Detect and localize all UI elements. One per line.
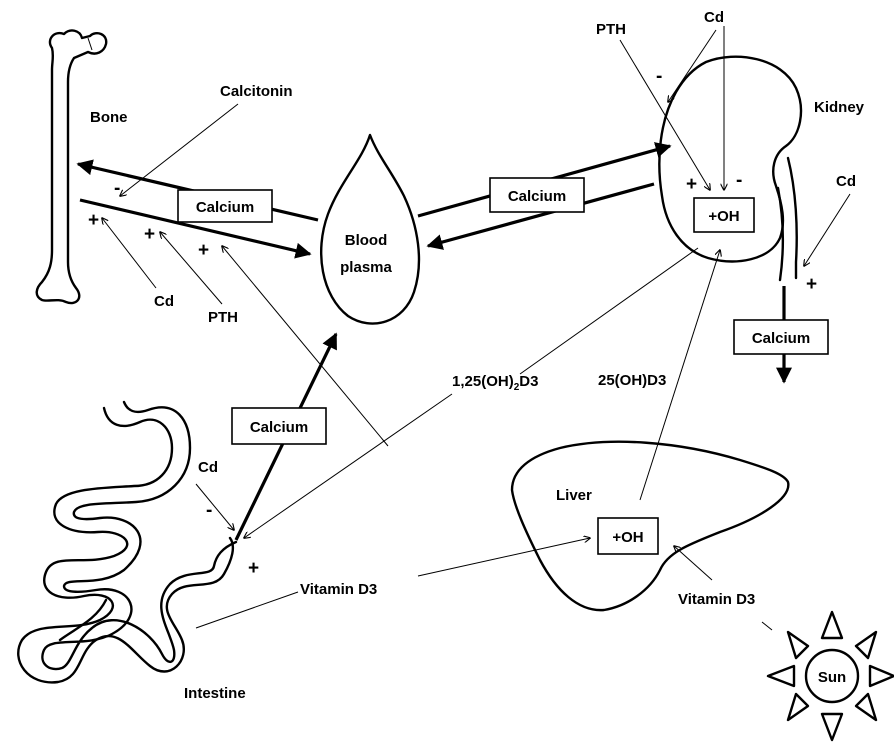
blood-plasma-label-line1: Blood [345, 232, 388, 249]
oh-box-kidney: +OH [694, 198, 754, 232]
kidney-label: Kidney [814, 99, 865, 116]
intestine-drawing [18, 402, 236, 682]
sign-bone-d3: + [198, 240, 209, 261]
sign-intestine-cd: - [206, 500, 212, 521]
calcidiol-label: 25(OH)D3 [598, 372, 666, 389]
calcium-box-urine-label: Calcium [752, 330, 810, 347]
cd-intestine-label: Cd [198, 459, 218, 476]
calcium-box-urine: Calcium [734, 320, 828, 354]
calcium-box-intestine-label: Calcium [250, 419, 308, 436]
calcitriol-prefix: 1,25(OH) [452, 373, 514, 390]
vitamin-d3-intestine-label: Vitamin D3 [300, 581, 377, 598]
oh-box-liver: +OH [598, 518, 658, 554]
calcitriol-label: 1,25(OH)2D3 [452, 373, 538, 393]
blood-plasma-label-line2: plasma [340, 259, 392, 276]
bone-label: Bone [90, 109, 128, 126]
pth-kidney-label: PTH [596, 21, 626, 38]
sign-intestine-d3: + [248, 558, 259, 579]
sign-bone-pth: + [144, 224, 155, 245]
oh-box-liver-label: +OH [612, 529, 643, 546]
sign-kidney-pth: + [686, 174, 697, 195]
liver-label: Liver [556, 487, 592, 504]
cd-bone-label: Cd [154, 293, 174, 310]
calcitriol-suffix: D3 [519, 373, 538, 390]
calcium-box-intestine: Calcium [232, 408, 326, 444]
sign-kidney-cd-top: - [736, 170, 742, 191]
cd-kidney-top-label: Cd [704, 9, 724, 26]
calcium-box-kidney: Calcium [490, 178, 584, 212]
calcium-box-bone: Calcium [178, 190, 272, 222]
intestine-label: Intestine [184, 685, 246, 702]
vitamin-d3-sun-label: Vitamin D3 [678, 591, 755, 608]
sign-bone-calcitonin: - [114, 178, 120, 199]
kidney-drawing [659, 57, 801, 280]
sun-label: Sun [818, 669, 846, 686]
sign-kidney-cd-right: + [806, 274, 817, 295]
cd-kidney-right-label: Cd [836, 173, 856, 190]
calcitonin-label: Calcitonin [220, 83, 293, 100]
pth-bone-label: PTH [208, 309, 238, 326]
blood-plasma-drop [321, 135, 419, 324]
sign-kidney-cd-top-arrow: - [656, 66, 662, 87]
sign-bone-cd: + [88, 210, 99, 231]
oh-box-kidney-label: +OH [708, 208, 739, 225]
calcium-box-kidney-label: Calcium [508, 188, 566, 205]
calcium-box-bone-label: Calcium [196, 199, 254, 216]
